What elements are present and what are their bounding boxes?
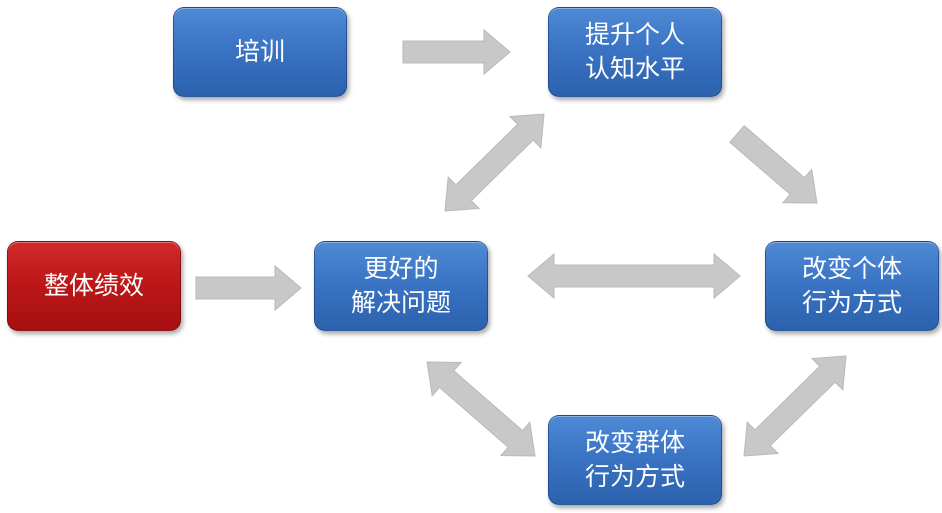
node-change-individual-behavior: 改变个体 行为方式 bbox=[765, 241, 939, 331]
arrow-solve-group-bidirectional bbox=[426, 361, 536, 457]
arrow-individual-group-bidirectional bbox=[743, 355, 847, 457]
arrow-training-to-cognition bbox=[402, 28, 511, 76]
arrow-performance-to-solve bbox=[195, 264, 302, 312]
node-training: 培训 bbox=[173, 7, 347, 97]
arrow-solve-cognition-bidirectional bbox=[444, 113, 545, 212]
node-change-group-behavior: 改变群体 行为方式 bbox=[548, 415, 722, 505]
node-overall-performance: 整体绩效 bbox=[7, 241, 181, 331]
arrow-solve-individual-bidirectional bbox=[527, 252, 741, 300]
node-improve-cognition: 提升个人 认知水平 bbox=[548, 7, 722, 97]
node-better-problem-solving: 更好的 解决问题 bbox=[314, 241, 488, 331]
arrow-cognition-to-individual bbox=[729, 124, 818, 204]
